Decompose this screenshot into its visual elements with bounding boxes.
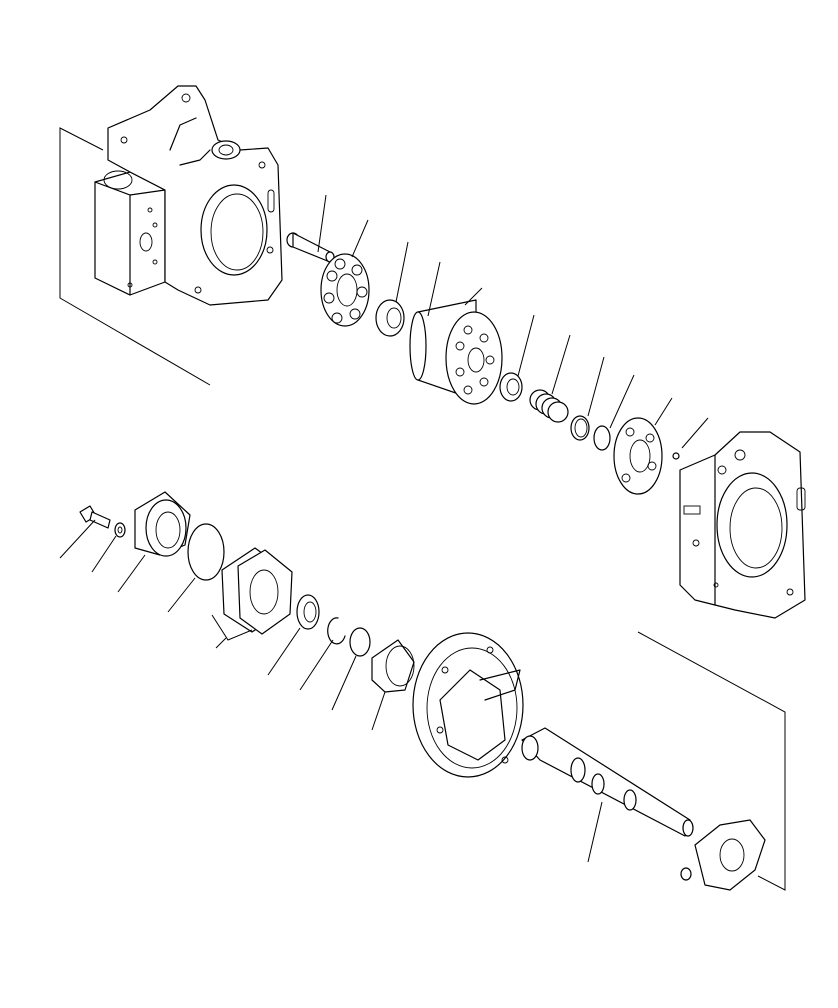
bearing-cover[interactable] <box>680 819 766 891</box>
pump-housing[interactable] <box>94 85 283 306</box>
washer[interactable] <box>91 522 126 573</box>
valve-plate[interactable] <box>320 219 370 327</box>
snap-ring-lower-1[interactable] <box>299 617 346 691</box>
bearing[interactable] <box>267 594 320 676</box>
snap-ring-upper-2[interactable] <box>593 374 635 451</box>
lower-group-bracket <box>637 631 786 891</box>
end-cover[interactable] <box>679 431 806 619</box>
drive-shaft[interactable] <box>521 727 694 863</box>
upper-group-bracket <box>59 127 211 386</box>
gasket-plates[interactable] <box>211 547 293 649</box>
spring[interactable] <box>529 334 571 423</box>
snap-ring-upper-1[interactable] <box>570 356 605 441</box>
swash-plate[interactable] <box>412 632 524 778</box>
roller-bearing[interactable] <box>371 639 415 731</box>
o-ring[interactable] <box>167 523 225 613</box>
cylinder-block[interactable] <box>409 261 503 405</box>
shaft-pin[interactable] <box>286 194 335 263</box>
snap-ring-lower-2[interactable] <box>331 627 371 711</box>
bolt[interactable] <box>59 505 111 559</box>
bushing[interactable] <box>499 314 535 402</box>
seal-carrier[interactable] <box>117 491 191 593</box>
spherical-bushing[interactable] <box>375 241 409 337</box>
valve-plate-lower[interactable] <box>613 397 673 495</box>
pin-small[interactable] <box>672 417 709 460</box>
